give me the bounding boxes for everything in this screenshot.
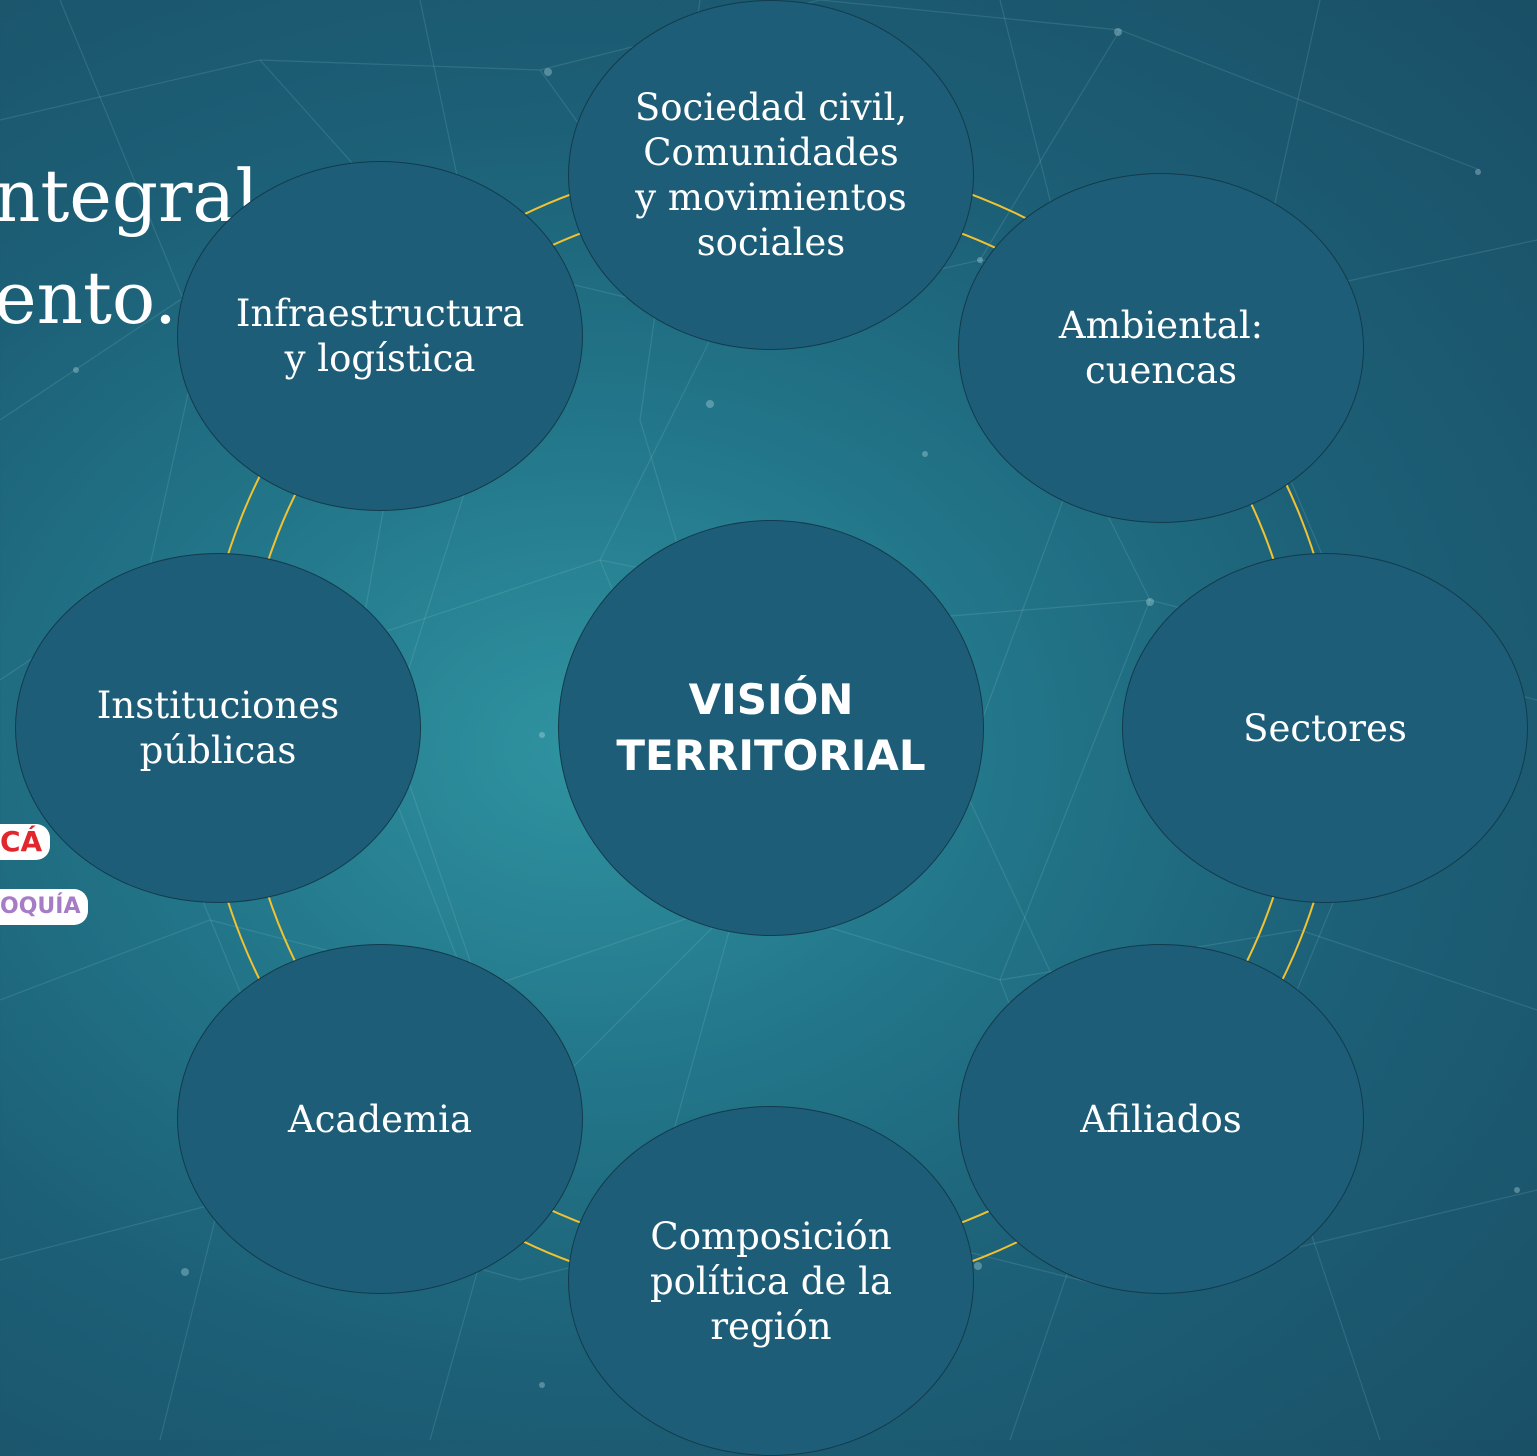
node-infraestructura-label: Infraestructura y logística <box>235 292 525 380</box>
node-instituciones-publicas: Instituciones públicas <box>15 553 421 903</box>
node-ambiental-label: Ambiental: cuencas <box>1058 304 1264 392</box>
center-label: VISIÓN TERRITORIAL <box>616 675 926 780</box>
node-composicion-politica: Composición política de la región <box>568 1106 974 1456</box>
node-sectores-label: Sectores <box>1243 706 1407 750</box>
slide-title-line-2: ento. <box>0 256 177 340</box>
node-afiliados-label: Afiliados <box>1080 1097 1242 1141</box>
logo-badge-purple: OQUÍA <box>0 889 89 925</box>
node-afiliados: Afiliados <box>958 944 1364 1294</box>
node-infraestructura: Infraestructura y logística <box>177 161 583 511</box>
node-instituciones-publicas-label: Instituciones públicas <box>96 684 340 772</box>
slide-title-line-1: ntegral <box>0 154 259 238</box>
node-academia-label: Academia <box>287 1097 473 1141</box>
node-vision-territorial: VISIÓN TERRITORIAL <box>558 520 984 936</box>
node-sociedad-civil: Sociedad civil, Comunidades y movimiento… <box>568 0 974 350</box>
node-academia: Academia <box>177 944 583 1294</box>
node-sectores: Sectores <box>1122 553 1528 903</box>
node-sociedad-civil-label: Sociedad civil, Comunidades y movimiento… <box>634 86 908 264</box>
node-ambiental: Ambiental: cuencas <box>958 173 1364 523</box>
node-composicion-politica-label: Composición política de la región <box>649 1214 893 1348</box>
logo-badge-red: CÁ <box>0 824 51 860</box>
